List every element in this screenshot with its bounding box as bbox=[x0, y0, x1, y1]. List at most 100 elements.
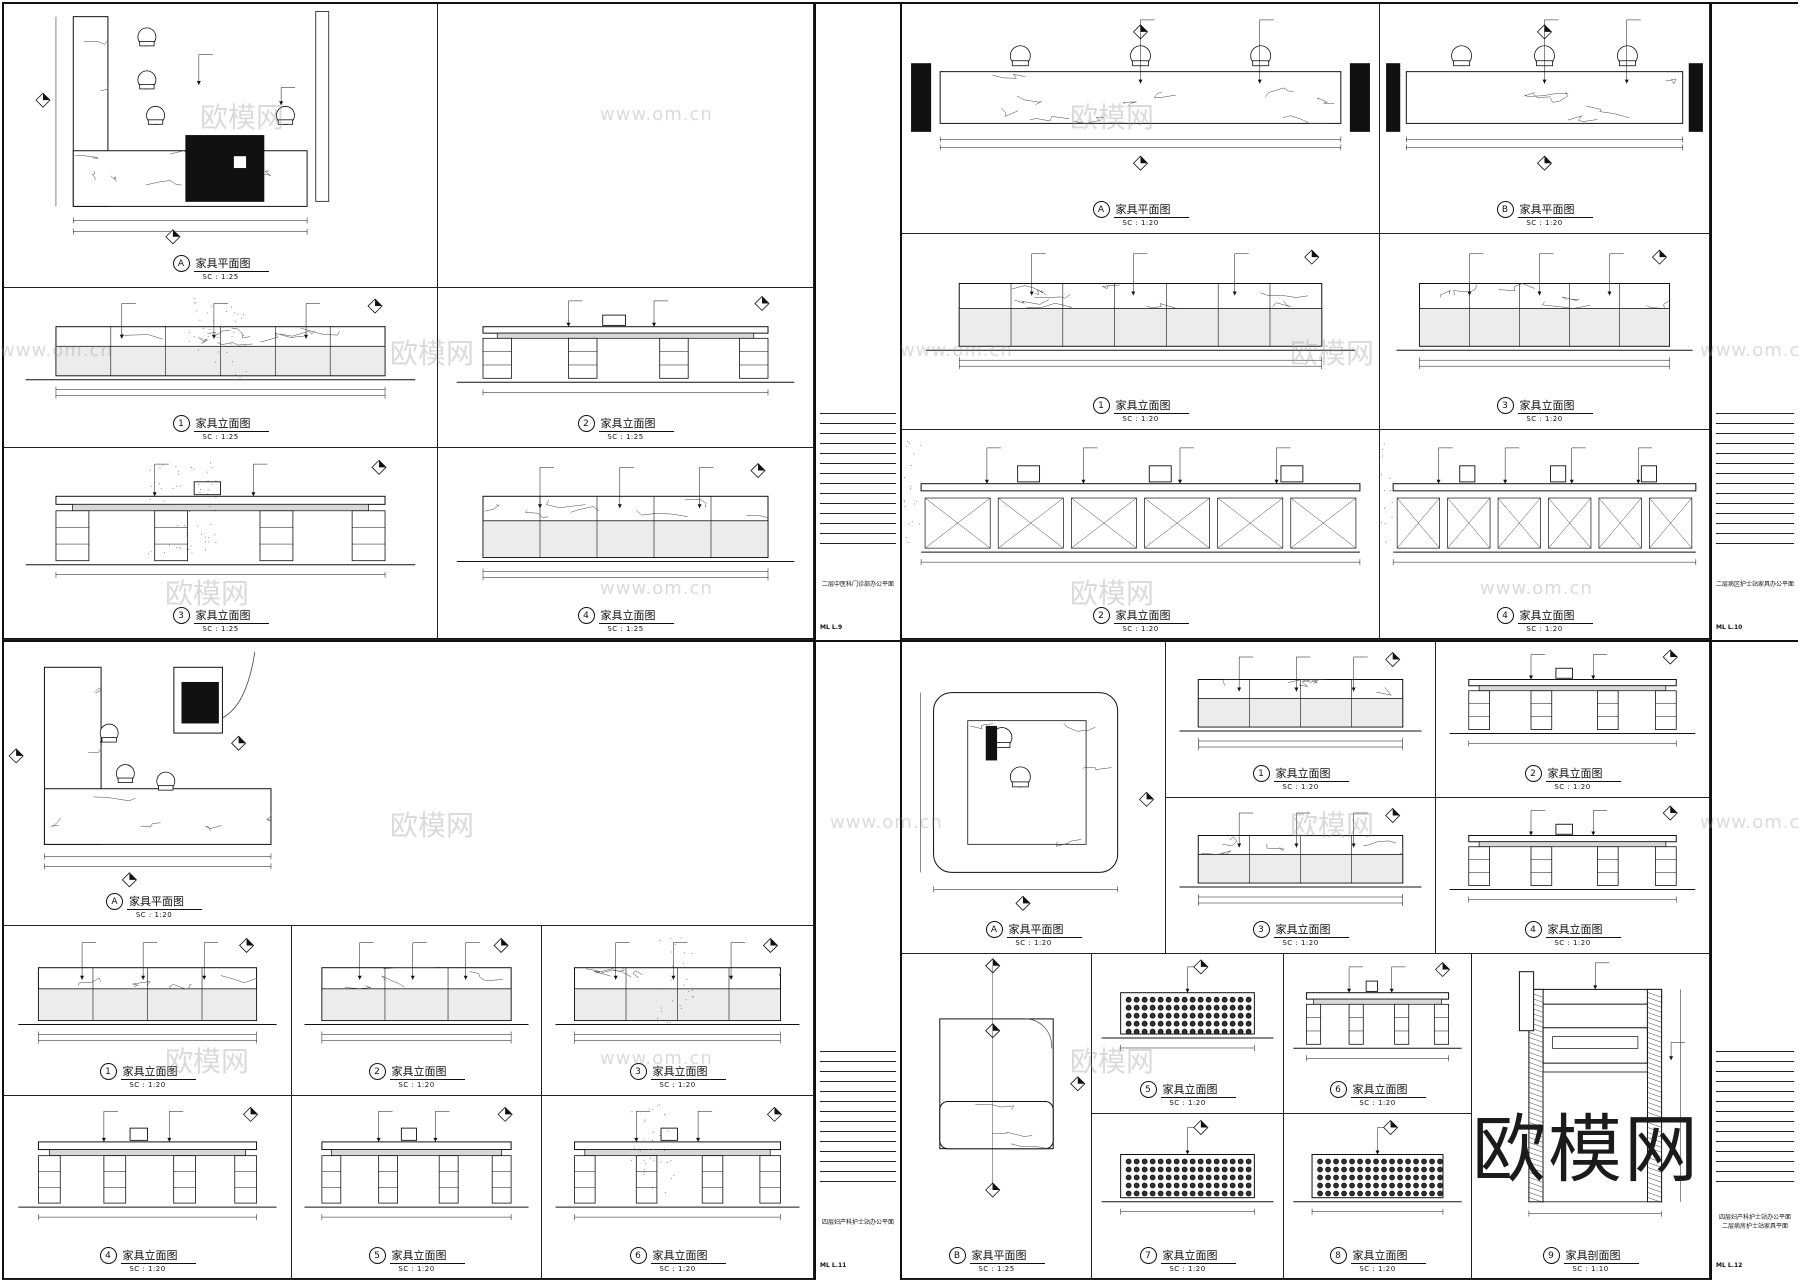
panel-title: 家具平面图 bbox=[970, 1247, 1045, 1264]
desk-top bbox=[921, 484, 1360, 491]
leader-arrow bbox=[1570, 480, 1574, 484]
drawer-unit bbox=[174, 1156, 196, 1203]
wall-hatch-dot bbox=[671, 980, 672, 981]
grille-hole bbox=[1230, 1167, 1235, 1172]
wall-hatch-dot bbox=[198, 350, 199, 351]
grille-hole bbox=[1398, 1191, 1403, 1196]
wall-hatch-dot bbox=[909, 443, 910, 444]
section-tag-fill bbox=[1201, 1121, 1208, 1128]
wall-hatch-dot bbox=[208, 480, 209, 481]
grille-hole bbox=[1342, 1159, 1347, 1164]
chair-arm bbox=[102, 738, 116, 743]
desk-rail bbox=[1479, 686, 1666, 691]
cad-drawing bbox=[902, 430, 1379, 609]
cad-drawing bbox=[902, 234, 1379, 399]
wall-hatch-dot bbox=[908, 542, 909, 543]
grille-hole bbox=[1142, 1021, 1147, 1026]
desk-top bbox=[1469, 680, 1676, 686]
grille-hole bbox=[1422, 1183, 1427, 1188]
drawer-unit bbox=[439, 1156, 458, 1203]
grille-hole bbox=[1142, 1191, 1147, 1196]
wall-hatch-dot bbox=[215, 336, 216, 337]
grille-hole bbox=[1198, 1005, 1203, 1010]
counter-top bbox=[940, 1102, 1053, 1149]
grille-hole bbox=[1126, 1191, 1131, 1196]
cad-drawing bbox=[1092, 1114, 1283, 1249]
grille-hole bbox=[1318, 1191, 1323, 1196]
wall-hatch-dot bbox=[200, 492, 201, 493]
grille-hole bbox=[1422, 1167, 1427, 1172]
grille-hole bbox=[1174, 1167, 1179, 1172]
wall-hatch-dot bbox=[196, 310, 197, 311]
wall-hatch-dot bbox=[914, 504, 915, 505]
grille-hole bbox=[1142, 1167, 1147, 1172]
wall-hatch-dot bbox=[644, 1121, 645, 1122]
grille-hole bbox=[1222, 1005, 1227, 1010]
wall-hatch-dot bbox=[1385, 542, 1386, 543]
wall-hatch-dot bbox=[212, 484, 213, 485]
grille-hole bbox=[1142, 1159, 1147, 1164]
grille-hole bbox=[1174, 1021, 1179, 1026]
wall-hatch-dot bbox=[176, 486, 177, 487]
wall-hatch-dot bbox=[178, 471, 179, 472]
title-block: 二层病区护士站家具办公平面 ML L.10 bbox=[1710, 4, 1798, 640]
drawer-unit bbox=[352, 511, 385, 561]
drawer-unit bbox=[1597, 691, 1618, 730]
drawer-unit bbox=[760, 1156, 781, 1203]
grille-hole bbox=[1358, 1159, 1363, 1164]
panel-p4-5a: 5家具立面图SC : 1:20 bbox=[1092, 954, 1284, 1114]
leader-arrow bbox=[279, 101, 283, 105]
panel-title: 家具立面图 bbox=[1546, 765, 1621, 782]
wall-hatch-dot bbox=[150, 470, 151, 471]
counter-front bbox=[483, 521, 768, 558]
wall-hatch-dot bbox=[230, 344, 231, 345]
panel-p4-b: B家具平面图SC : 1:25 bbox=[902, 954, 1092, 1280]
wall-hatch-dot bbox=[661, 1008, 662, 1009]
grille-hole bbox=[1134, 1183, 1139, 1188]
desk-rail bbox=[1479, 842, 1666, 847]
grille-hole bbox=[1214, 1183, 1219, 1188]
grille-hole bbox=[1206, 1191, 1211, 1196]
panel-number: 6 bbox=[630, 1247, 647, 1264]
wall-hatch-dot bbox=[653, 1132, 654, 1133]
wall-hatch-dot bbox=[693, 996, 694, 997]
desk-rail bbox=[72, 504, 368, 510]
panel-number: 1 bbox=[1253, 765, 1270, 782]
grille-hole bbox=[1390, 1183, 1395, 1188]
panel-scale: SC : 1:25 bbox=[978, 1265, 1014, 1273]
panel-title: 家具立面图 bbox=[651, 1063, 726, 1080]
monitor-icon bbox=[1366, 981, 1377, 991]
panel-scale: SC : 1:25 bbox=[202, 273, 238, 281]
wall-hatch-dot bbox=[211, 306, 212, 307]
panel-p3-a: A家具平面图SC : 1:20 bbox=[4, 642, 814, 926]
wall-hatch-dot bbox=[210, 462, 211, 463]
leader-arrow bbox=[102, 1138, 106, 1142]
panel-number: A bbox=[1093, 201, 1110, 218]
grille-hole bbox=[1174, 1013, 1179, 1018]
panel-title: 家具立面图 bbox=[1274, 921, 1349, 938]
grille-hole bbox=[1238, 1005, 1243, 1010]
grille-hole bbox=[1158, 1175, 1163, 1180]
grille-hole bbox=[1134, 1159, 1139, 1164]
wall-hatch-dot bbox=[151, 486, 152, 487]
grille-hole bbox=[1366, 1159, 1371, 1164]
monitor-icon bbox=[1641, 466, 1656, 482]
grille-hole bbox=[1206, 1159, 1211, 1164]
leader-arrow bbox=[1347, 989, 1351, 993]
grille-hole bbox=[1174, 1005, 1179, 1010]
grille-hole bbox=[1230, 1175, 1235, 1180]
grille-hole bbox=[1166, 1005, 1171, 1010]
grille-hole bbox=[1246, 1021, 1251, 1026]
panel-number: 1 bbox=[1093, 397, 1110, 414]
leader-arrow bbox=[1636, 480, 1640, 484]
grille-hole bbox=[1246, 1167, 1251, 1172]
wall-hatch-dot bbox=[644, 1172, 645, 1173]
grille-hole bbox=[1214, 1159, 1219, 1164]
grille-hole bbox=[1422, 1159, 1427, 1164]
grille-hole bbox=[1150, 1167, 1155, 1172]
drawer-unit bbox=[1306, 1004, 1320, 1044]
grille-hole bbox=[1190, 1167, 1195, 1172]
grille-hole bbox=[1406, 1191, 1411, 1196]
cad-drawing bbox=[1284, 954, 1471, 1083]
grille-hole bbox=[1318, 1183, 1323, 1188]
